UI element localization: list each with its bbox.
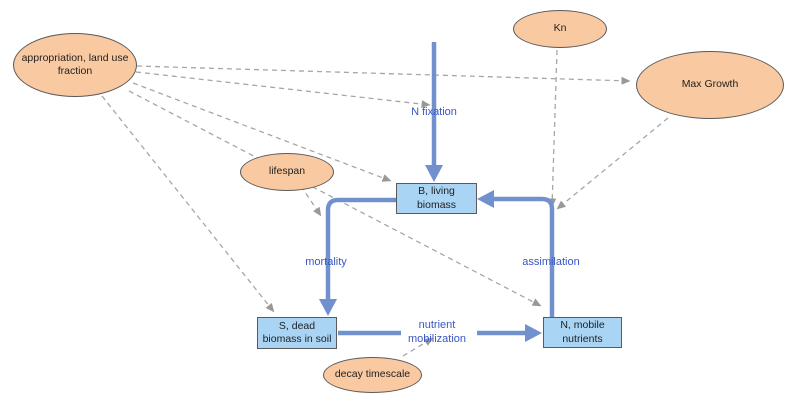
stock-dead-biomass[interactable]: S, dead biomass in soil: [257, 317, 337, 349]
influence-appropriation-to-dead-biomass[interactable]: [101, 95, 275, 313]
flow-n-fixation-arrowhead: [425, 165, 443, 182]
influence-appropriation-to-n-fixation[interactable]: [135, 71, 431, 109]
node-max-growth-label: Max Growth: [681, 78, 739, 91]
stock-dead-biomass-label: S, dead biomass in soil: [262, 319, 332, 345]
flow-assimilation-pipe[interactable]: [494, 196, 555, 317]
node-decay-timescale-label: decay timescale: [334, 368, 411, 381]
influence-lifespan-to-mortality[interactable]: [300, 185, 322, 217]
flow-label-nutrient-mobilization[interactable]: nutrient mobilization: [407, 319, 467, 345]
flow-label-n-fixation[interactable]: N fixation: [411, 106, 457, 118]
flow-assimilation-arrowhead: [477, 190, 494, 208]
stock-mobile-nutrients-label: N, mobile nutrients: [560, 319, 605, 345]
stock-living-biomass-label: B, living biomass: [416, 185, 457, 211]
influence-appropriation-to-mobile-nutrients[interactable]: [128, 90, 542, 307]
node-kn[interactable]: Kn: [513, 10, 607, 48]
stock-mobile-nutrients[interactable]: N, mobile nutrients: [543, 317, 622, 348]
flow-label-assimilation[interactable]: assimilation: [522, 256, 580, 268]
node-max-growth[interactable]: Max Growth: [636, 51, 784, 119]
flow-label-mortality[interactable]: mortality: [305, 256, 347, 268]
influence-max-growth-to-assimilation[interactable]: [556, 117, 669, 210]
stock-living-biomass[interactable]: B, living biomass: [396, 183, 477, 214]
flow-mobilization-arrowhead: [525, 324, 542, 342]
node-kn-label: Kn: [553, 22, 567, 35]
node-lifespan-label: lifespan: [268, 165, 306, 178]
flow-mortality-arrowhead: [319, 299, 337, 316]
influence-appropriation-to-living-biomass[interactable]: [132, 82, 392, 182]
node-decay-timescale[interactable]: decay timescale: [323, 357, 422, 393]
node-lifespan[interactable]: lifespan: [240, 153, 334, 191]
influence-appropriation-to-max-growth[interactable]: [136, 65, 631, 85]
influence-decay-timescale-to-mobilization[interactable]: [402, 337, 434, 357]
node-appropriation[interactable]: appropriation, land use fraction: [13, 33, 137, 97]
node-appropriation-label: appropriation, land use fraction: [21, 51, 129, 77]
flow-mortality-pipe[interactable]: [325, 197, 397, 300]
influence-kn-to-assimilation[interactable]: [548, 49, 558, 208]
